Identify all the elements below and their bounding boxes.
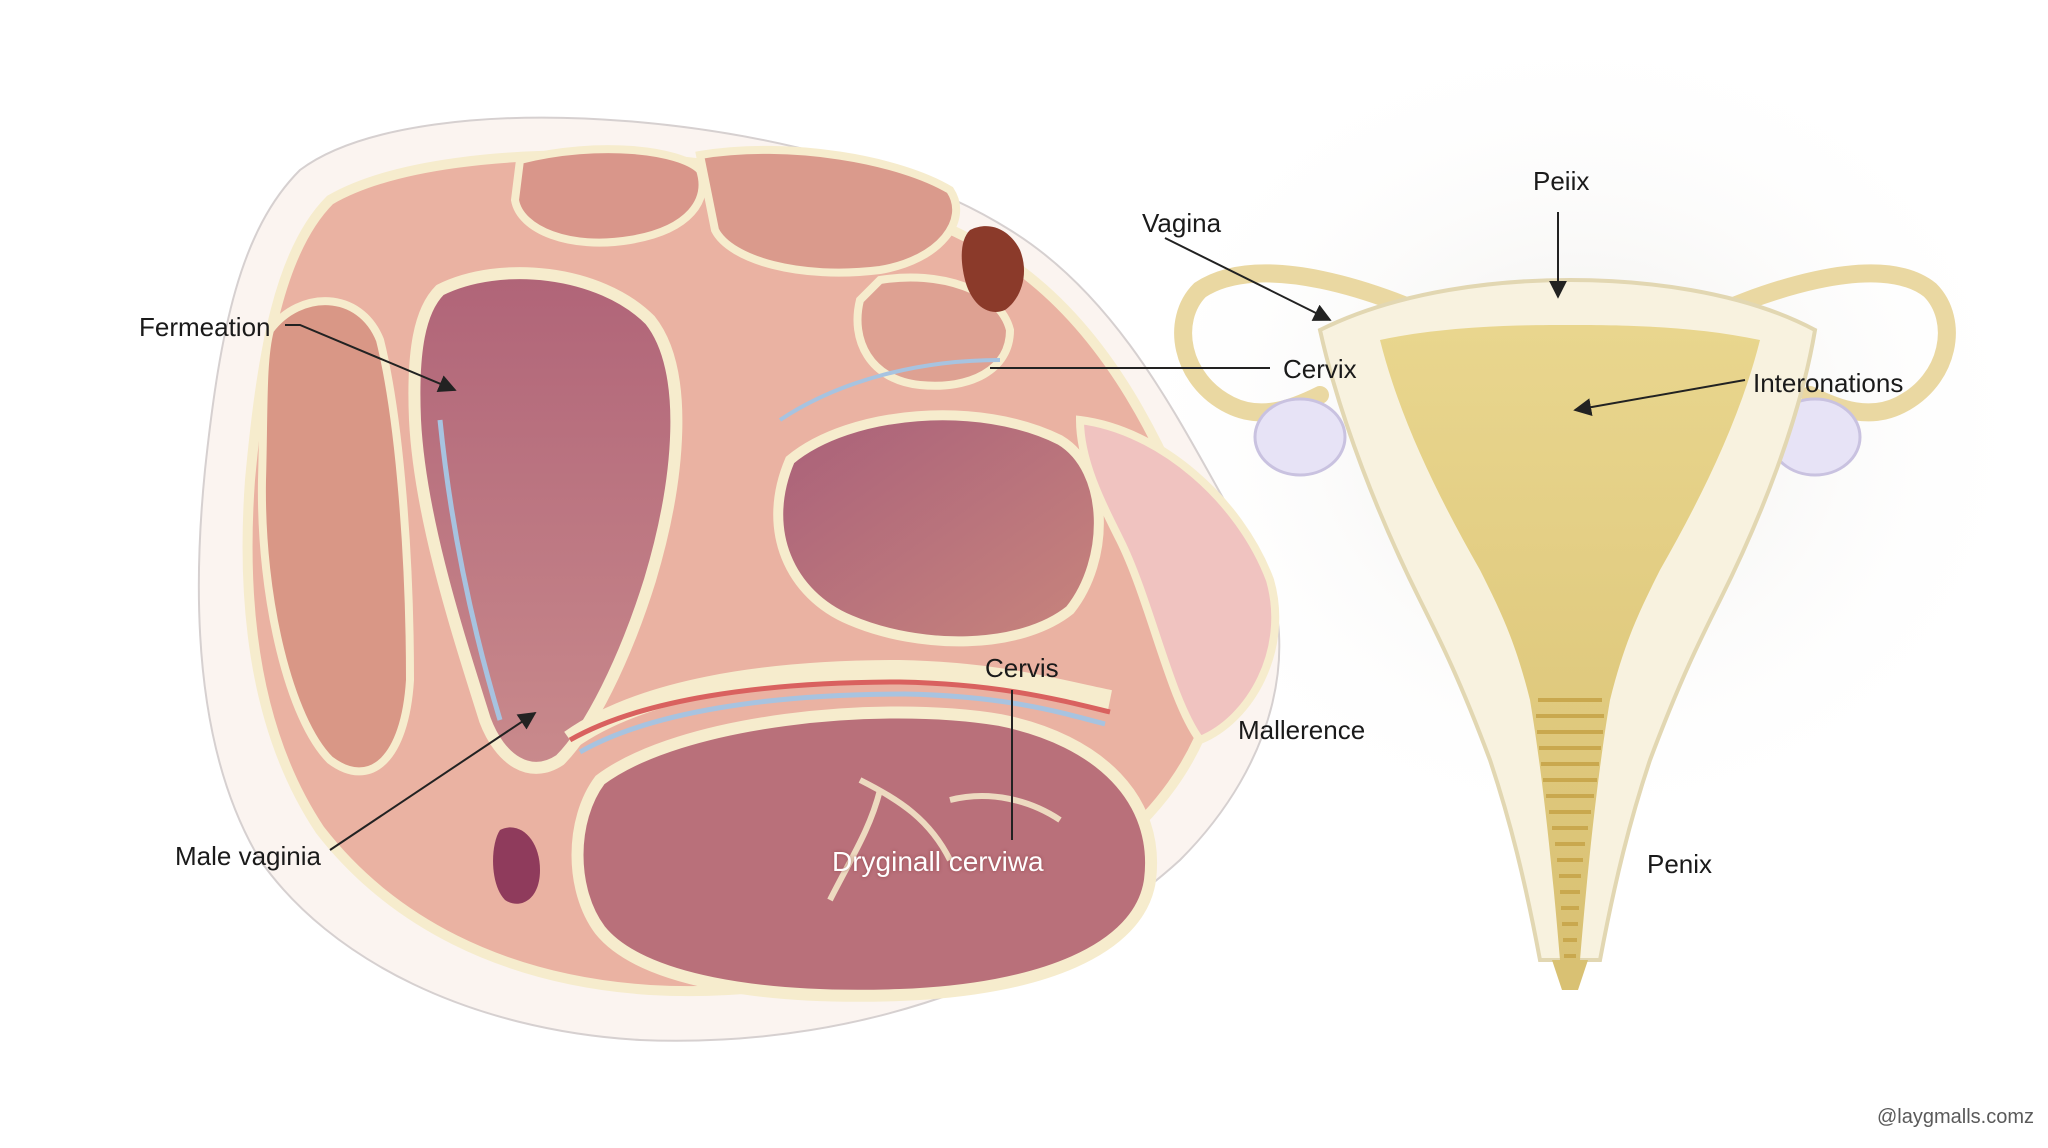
left-muscle-column: [257, 297, 415, 776]
canal-blue: [578, 691, 1106, 755]
left-tube: [1174, 264, 1469, 422]
lower-small-structure: [493, 827, 540, 904]
lower-cavity: [571, 706, 1158, 1002]
blue-vessel-top: [778, 358, 1001, 422]
leader-male-vaginia: [329, 711, 537, 851]
right-lobe: [1075, 415, 1280, 745]
canal-tip: [1552, 960, 1588, 990]
sagittal-section: [197, 116, 1281, 1042]
label-male-vaginia: Male vaginia: [175, 841, 321, 871]
label-cervis: Cervis: [985, 653, 1059, 683]
left-ovary: [1253, 397, 1347, 477]
label-mallerence: Mallerence: [1238, 715, 1366, 745]
top-muscle-3: [853, 273, 1015, 390]
leader-vagina: [1164, 237, 1332, 321]
label-penix: Penix: [1647, 849, 1713, 879]
label-vagina: Vagina: [1142, 208, 1222, 238]
label-cervix: Cervix: [1283, 354, 1357, 384]
top-muscle-2: [695, 145, 961, 277]
label-interonations: Interonations: [1753, 368, 1904, 398]
label-dryginall-cerviwa: Dryginall cerviwa: [832, 846, 1044, 877]
canal-upper: [564, 659, 1112, 749]
watermark-text: @laygmalls.comz: [1876, 1106, 2034, 1128]
leader-interonations: [1573, 379, 1746, 417]
top-muscle-1: [510, 145, 707, 247]
uterus-cavity: [1380, 325, 1760, 960]
right-tube: [1671, 264, 1956, 422]
leader-fermeation: [285, 324, 457, 393]
middle-cavity: [773, 410, 1104, 647]
label-peiix: Peiix: [1533, 166, 1590, 196]
blue-vessel-left: [437, 419, 503, 721]
label-fermeation: Fermeation: [139, 312, 271, 342]
ridged-canal: [1536, 698, 1604, 974]
uterus-diagram: [1174, 264, 1956, 990]
leader-lines: [285, 212, 1746, 851]
canal-red: [568, 679, 1111, 743]
brown-tissue-spot: [961, 226, 1025, 312]
vessel-lines: [827, 777, 1062, 902]
